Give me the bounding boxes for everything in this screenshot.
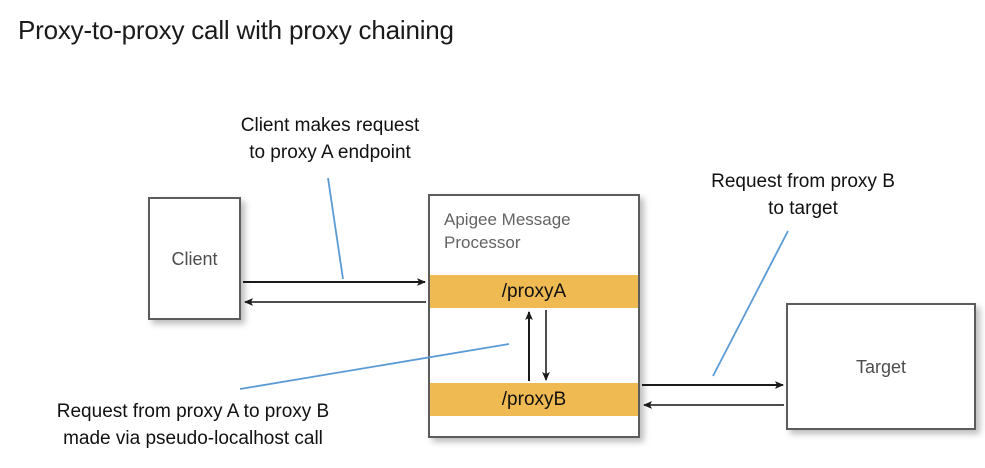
annotation-client-request: Client makes request to proxy A endpoint	[240, 115, 420, 163]
proxy-band-proxyb: /proxyB	[430, 383, 638, 416]
node-client: Client	[148, 197, 241, 320]
node-target: Target	[786, 303, 976, 430]
annotation-proxyb-to-target: Request from proxy B to target	[711, 171, 895, 219]
annotation-proxy-chaining: Request from proxy A to proxy B made via…	[56, 401, 330, 449]
node-client-label: Client	[171, 249, 218, 269]
page-title: Proxy-to-proxy call with proxy chaining	[18, 15, 454, 45]
leader-line-proxyb-to-target	[712, 230, 789, 377]
proxy-band-proxyb-label: /proxyB	[501, 388, 567, 410]
proxy-band-proxya-label: /proxyA	[501, 280, 567, 302]
leader-line-client-request	[327, 177, 344, 280]
node-target-label: Target	[855, 357, 907, 377]
proxy-band-proxya: /proxyA	[430, 275, 638, 308]
node-message-processor: Apigee Message Processor /proxyA /proxyB	[428, 194, 640, 438]
message-processor-title: Apigee Message Processor	[444, 210, 571, 252]
